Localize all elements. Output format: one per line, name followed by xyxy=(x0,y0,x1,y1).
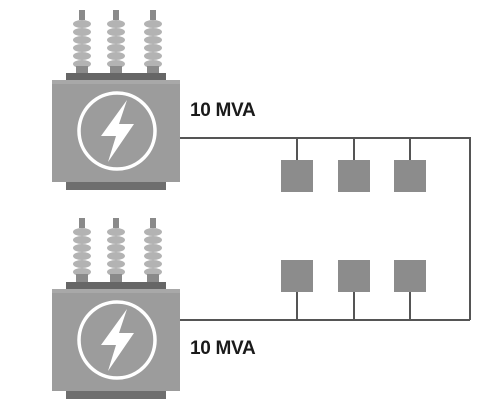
bushing-bottom-1 xyxy=(73,218,91,282)
transformer-top-base xyxy=(66,182,166,190)
feed-line-top xyxy=(180,137,471,320)
transformer-top xyxy=(52,10,180,190)
bushing-bottom-2 xyxy=(107,218,125,282)
transformer-bottom xyxy=(52,218,180,399)
bushing-top-3 xyxy=(144,10,162,74)
load-box xyxy=(338,260,370,292)
load-box xyxy=(281,260,313,292)
transformer-top-rating-label: 10 MVA xyxy=(190,100,256,121)
load-box xyxy=(394,260,426,292)
load-box xyxy=(338,160,370,192)
load-group-upper xyxy=(281,160,426,192)
transformer-bottom-base xyxy=(66,391,166,399)
lightning-bolt-icon xyxy=(77,91,157,171)
wiring xyxy=(180,137,471,321)
transformer-bottom-rating-label: 10 MVA xyxy=(190,338,256,359)
load-box xyxy=(281,160,313,192)
bushing-bottom-3 xyxy=(144,218,162,282)
lightning-bolt-icon xyxy=(77,300,157,380)
transformer-bottom-cap xyxy=(66,282,166,289)
transformer-top-cap xyxy=(66,73,166,80)
bushing-top-1 xyxy=(73,10,91,74)
load-group-lower xyxy=(281,260,426,292)
load-box xyxy=(394,160,426,192)
bushing-top-2 xyxy=(107,10,125,74)
